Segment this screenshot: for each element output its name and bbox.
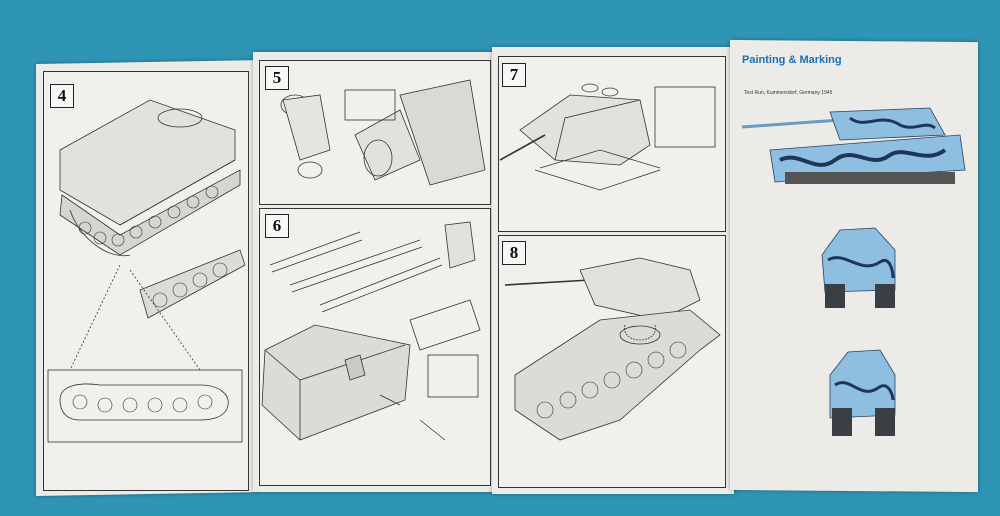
- camo-tank-rear-view: [829, 349, 896, 436]
- camo-tank-front-view: [821, 227, 896, 308]
- turret-drawing-step7: [499, 83, 716, 191]
- barrel-parts-drawing-step6: [261, 221, 481, 441]
- step-number-7: 7: [502, 63, 526, 87]
- step-number-8: 8: [502, 241, 526, 265]
- painting-caption: Test Run, Kummersdorf, Germany 1945: [744, 90, 833, 96]
- painting-title: Painting & Marking: [742, 54, 842, 66]
- hull-drawing-step4: [47, 99, 246, 443]
- tank-drawing-step8: [504, 257, 721, 441]
- step-number-4: 4: [50, 84, 74, 108]
- step-number-6: 6: [265, 214, 289, 238]
- camo-tank-side-view: [741, 107, 966, 184]
- step-number-5: 5: [265, 66, 289, 90]
- fuel-drums-drawing-step5: [280, 79, 486, 186]
